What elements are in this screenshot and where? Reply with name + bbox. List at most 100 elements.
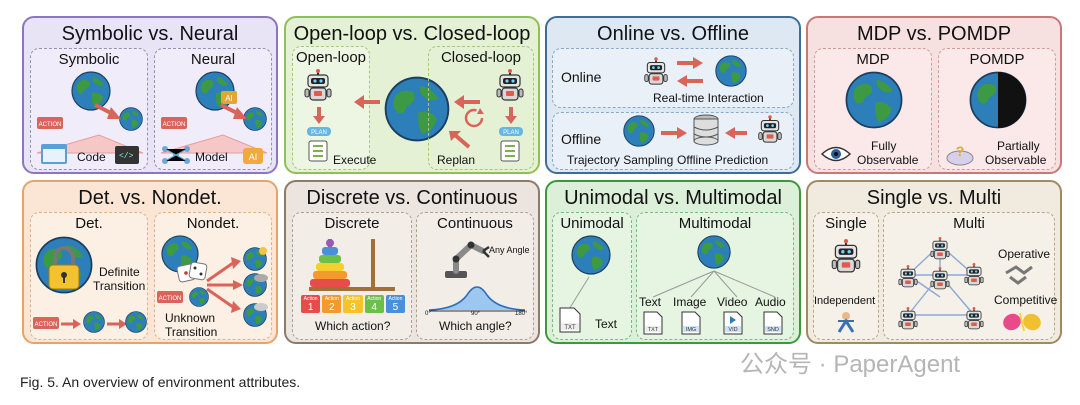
arrow-left-icon <box>677 75 703 87</box>
action-icon: ACTION <box>37 117 63 129</box>
globe-icon <box>571 235 611 275</box>
checklist-icon <box>308 140 328 162</box>
sunny-globe-icon <box>243 247 267 271</box>
subpanel-title: Multimodal <box>678 215 752 232</box>
any-angle-label: Any Angle <box>489 245 530 255</box>
fully-label: Fully <box>871 139 897 153</box>
plan-icon: PLAN <box>307 127 331 136</box>
panel-title: Unimodal vs. Multimodal <box>564 187 782 209</box>
robot-arm-icon <box>445 241 490 278</box>
deg90-label: 90° <box>471 311 481 317</box>
deg180-label: 180° <box>515 311 528 317</box>
person-icon <box>837 312 855 333</box>
subpanel-title: Single <box>825 215 867 232</box>
deg0-label: 0° <box>425 311 431 317</box>
subpanel-title: Continuous <box>437 215 513 232</box>
subpanel-det: Det. Definite Transition ACTION <box>30 212 148 340</box>
subpanel-title: MDP <box>856 51 890 68</box>
subpanel-title: Symbolic <box>58 51 120 68</box>
panel-open-closed: Open-loop vs. Closed-loop Open-loop PLAN… <box>284 16 540 174</box>
svg-text:TXT: TXT <box>648 327 659 333</box>
ai-chip-icon: AI <box>221 91 237 104</box>
subpanel-open-loop: Open-loop PLAN Execute <box>292 46 376 170</box>
svg-text:ACTION: ACTION <box>35 322 58 328</box>
subpanel-continuous: Continuous Any Angle 0° 90° 180° Which a… <box>416 212 534 340</box>
transition-label: Transition <box>93 279 146 293</box>
subpanel-title: Unimodal <box>560 215 624 232</box>
panel-title: Open-loop vs. Closed-loop <box>293 23 531 45</box>
arrow-icon <box>220 103 247 119</box>
subpanel-mdp: MDP Fully Observable <box>814 48 932 170</box>
competitive-label: Competitive <box>994 293 1058 307</box>
offline-label: Offline <box>561 131 602 147</box>
subpanel-title: Det. <box>75 215 103 232</box>
robot-icon <box>303 69 333 103</box>
checklist-icon <box>500 140 520 162</box>
svg-text:ACTION: ACTION <box>159 296 182 302</box>
action-icon: ACTION <box>157 291 183 303</box>
globe-icon <box>125 311 147 333</box>
robot-icon <box>963 263 985 287</box>
panel-title: Symbolic vs. Neural <box>61 23 239 45</box>
subpanel-multimodal: Multimodal Text Image Video Audio TXT IM… <box>636 212 794 340</box>
panel-single-multi: Single vs. Multi Single Independent Mult… <box>806 180 1062 344</box>
arrow-right-icon <box>677 57 703 69</box>
subpanel-symbolic: Symbolic ACTION Code </> <box>30 48 148 170</box>
svg-text:VID: VID <box>728 327 737 333</box>
subpanel-neural: Neural AI ACTION Model AI <box>154 48 272 170</box>
subpanel-title: Open-loop <box>295 49 367 66</box>
svg-text:PLAN: PLAN <box>503 130 519 136</box>
modality-label: Text <box>639 295 662 309</box>
handshake-icon <box>1005 265 1033 285</box>
panel-title: Discrete vs. Continuous <box>306 187 518 209</box>
action-icon: ACTION <box>33 317 59 329</box>
svg-text:ACTION: ACTION <box>39 122 62 128</box>
independent-label: Independent <box>814 295 876 307</box>
svg-text:?: ? <box>956 143 965 159</box>
operative-label: Operative <box>998 247 1051 261</box>
panel-title: Det. vs. Nondet. <box>78 187 222 209</box>
observable-label: Observable <box>857 153 919 167</box>
subpanel-title: Multi <box>953 215 985 232</box>
subpanel-unimodal: Unimodal TXT Text <box>552 212 632 340</box>
txt-file-icon: TXT <box>643 311 663 335</box>
svg-text:TXT: TXT <box>564 325 576 331</box>
subpanel-online: Online Real-time Interaction <box>552 48 794 108</box>
svg-text:ACTION: ACTION <box>163 122 186 128</box>
subpanel-nondet: Nondet. ACTION Unknown Transition <box>154 212 272 340</box>
partially-label: Partially <box>997 139 1040 153</box>
subpanel-title: Discrete <box>324 215 380 232</box>
text-label: Text <box>595 317 618 331</box>
audio-file-icon: SND <box>763 311 783 335</box>
panel-title: MDP vs. POMDP <box>856 23 1012 45</box>
arrow-left-icon <box>725 127 747 139</box>
modality-label: Audio <box>755 295 786 309</box>
modality-label: Image <box>673 295 707 309</box>
arrow-down-icon <box>505 107 517 124</box>
subpanel-title: Neural <box>190 51 236 68</box>
which-angle-label: Which angle? <box>439 319 512 333</box>
globe-icon <box>189 287 209 307</box>
transition-label: Transition <box>165 325 218 339</box>
ai-chip-icon: AI <box>243 148 263 164</box>
svg-text:AI: AI <box>249 152 258 162</box>
arrow-down-icon <box>313 107 325 124</box>
panel-symbolic-neural: Symbolic vs. Neural Symbolic ACTION Code… <box>22 16 278 174</box>
robot-icon <box>897 307 919 331</box>
fan-lines-icon <box>652 270 776 298</box>
svg-text:PLAN: PLAN <box>311 130 327 136</box>
panel-mdp-pomdp: MDP vs. POMDP MDP Fully Observable POMDP… <box>806 16 1062 174</box>
robot-icon <box>830 239 862 275</box>
loop-icon <box>464 108 484 128</box>
arrow-right-icon <box>61 319 81 329</box>
panel-title: Single vs. Multi <box>866 187 1002 209</box>
model-label: Model <box>195 150 228 164</box>
robot-icon <box>929 267 951 291</box>
hanoi-tower-icon <box>309 239 395 291</box>
dice-icon <box>176 261 208 283</box>
which-action-label: Which action? <box>315 319 391 333</box>
locked-globe-icon <box>35 235 93 295</box>
